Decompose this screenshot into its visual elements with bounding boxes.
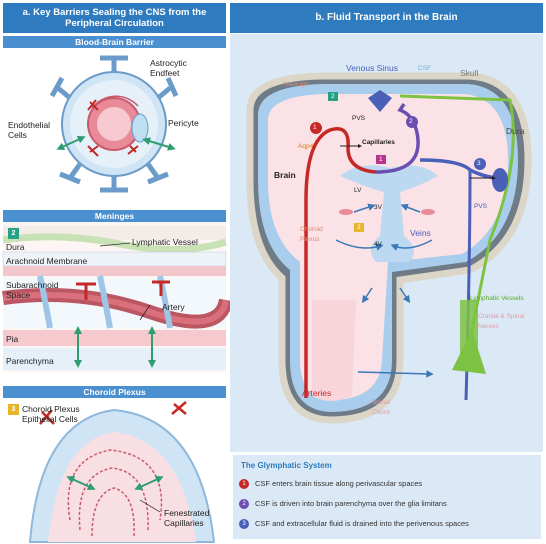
pericyte-label: Pericyte [168,118,199,128]
endothelial-cells-label: Endothelial Cells [8,120,51,140]
choroid-epithelial-label: Choroid Plexus Epithelial Cells [22,404,80,424]
neuropil-label: Neuropil [284,81,309,88]
legend-num-3: 3 [239,519,249,530]
small-badge-1 [376,155,386,164]
artery-label: Artery [162,302,185,312]
skull-label: Skull [460,68,479,78]
panel-a-title: a. Key Barriers Sealing the CNS from the… [3,3,226,33]
badge-1 [310,122,322,134]
legend-num-1: 1 [239,479,249,490]
4v-label: 4V [374,241,382,248]
choroid-plexus-b-label: Choroid Plexus [300,226,323,243]
subarachnoid-space-label: Subarachnoid Space [6,280,59,300]
small-badge-2-text: 2 [331,93,335,100]
badge-2-text: 2 [409,118,413,125]
pvs-2-label: PVS [474,203,488,210]
panel-b-title: b. Fluid Transport in the Brain [230,3,543,33]
aqp4-label: Aqp4 [298,143,314,150]
astrocytic-endfeet-label: Astrocytic Endfeet [150,58,187,78]
choroid-subtitle: Choroid Plexus [3,386,226,398]
small-badge-3 [354,223,364,232]
legend-item-1: 1 CSF enters brain tissue along perivascu… [239,479,423,490]
dura-b-label: Dura [506,126,525,136]
dura-label: Dura [6,242,25,252]
small-badge-3-text: 3 [357,224,361,231]
badge-1-text: 1 [313,124,317,131]
pvs-1-label: PVS [352,115,366,122]
legend-title: The Glymphatic System [241,461,332,470]
veins-label: Veins [410,228,431,238]
fenestrated-capillaries-label: Fenestrated Capillaries [164,508,210,528]
parenchyma-label: Parenchyma [6,356,54,366]
legend-num-2: 2 [239,499,249,510]
badge-2 [406,116,418,128]
choroid-badge: 3 [8,404,19,415]
lymphatic-vessels-label: Lymphatic Vessels [470,295,524,302]
legend-item-3: 3 CSF and extracellular fluid is drained … [239,519,469,530]
lv-label: LV [354,187,362,194]
brain-label: Brain [274,170,296,180]
csf-label: CSF [418,65,431,72]
legend-text-2: CSF is driven into brain parenchyma over… [255,499,447,508]
bbb-diagram [3,50,226,200]
choroid-diagram [3,396,226,543]
lymphatic-vessel-label: Lymphatic Vessel [132,237,198,247]
legend-item-2: 2 CSF is driven into brain parenchyma ove… [239,499,447,510]
badge-3 [474,158,486,170]
legend-text-1: CSF enters brain tissue along perivascul… [255,479,423,488]
small-badge-1-text: 1 [379,156,383,163]
cranial-nerves-label: Cranial & Spinal Nerves [478,313,525,330]
3v-label: 3V [374,204,382,211]
spinal-chord-label: Spinal Chord [372,399,391,416]
bbb-subtitle: Blood-Brain Barrier [3,36,226,48]
meninges-subtitle: Meninges [3,210,226,222]
capillaries-label: Capillaries [362,139,395,146]
arteries-label: Arteries [302,388,332,398]
venous-sinus-label: Venous Sinus [346,63,398,73]
meninges-diagram [2,222,233,372]
legend-text-3: CSF and extracellular fluid is drained i… [255,519,469,528]
small-badge-2 [328,92,338,101]
pia-label: Pia [6,334,19,344]
arachnoid-membrane-label: Arachnoid Membrane [6,256,88,266]
glymphatic-legend: The Glymphatic System 1 CSF enters brain … [233,455,541,539]
badge-3-text: 3 [477,160,481,167]
meninges-badge: 2 [8,228,19,239]
